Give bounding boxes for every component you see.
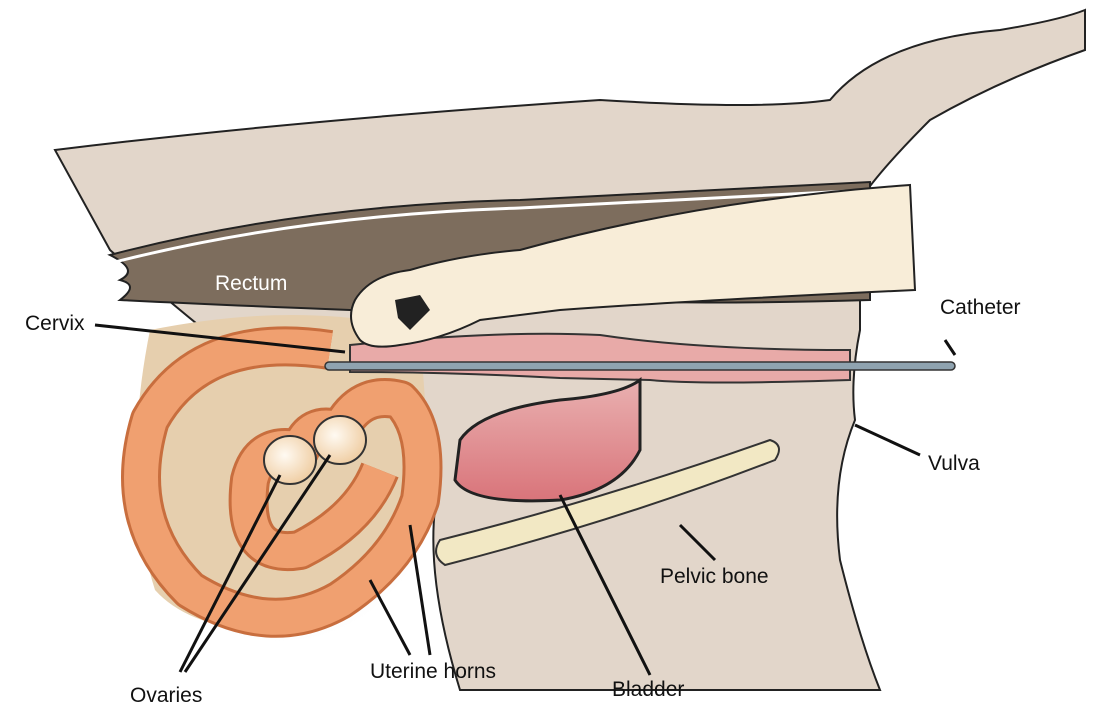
pelvic-bone-label: Pelvic bone — [660, 565, 769, 588]
ovary — [263, 435, 317, 485]
cervix-label: Cervix — [25, 312, 85, 335]
fist-opening — [395, 295, 430, 330]
pelvic-bone — [435, 438, 780, 567]
uterus — [121, 326, 443, 638]
vulva-label: Vulva — [928, 452, 980, 475]
uterine-horns-label: Uterine horns — [370, 660, 497, 683]
bladder-label: Bladder — [612, 678, 685, 701]
bladder — [453, 377, 642, 503]
rectum-label: Rectum — [215, 272, 288, 295]
catheter-label: Catheter — [940, 296, 1021, 319]
leader-lines — [94, 323, 957, 676]
ovaries-label: Ovaries — [130, 684, 203, 707]
arm — [350, 183, 917, 348]
ovary — [313, 415, 367, 465]
catheter — [324, 361, 956, 371]
